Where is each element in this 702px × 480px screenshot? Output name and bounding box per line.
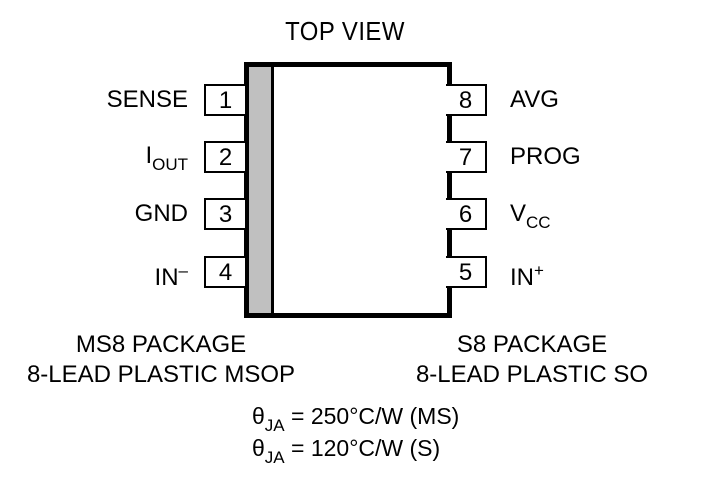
pin-1-box: 1 [204, 84, 245, 116]
pin-2-label: IOUT [145, 141, 188, 180]
pin-8-box: 8 [446, 84, 487, 116]
pin-3-box: 3 [204, 198, 245, 230]
theta-symbol: θ [252, 403, 265, 429]
diagram-title: TOP VIEW [285, 16, 405, 46]
pin-7-box: 7 [446, 141, 487, 173]
pin-4-label-sup: – [178, 261, 188, 280]
thermal-value: = 250°C/W (MS) [284, 403, 460, 429]
ms8-package-desc: 8-LEAD PLASTIC MSOP [26, 361, 296, 388]
theta-sub: JA [264, 416, 285, 435]
theta-symbol: θ [252, 435, 265, 461]
thermal-resistance-s: θJA = 120°C/W (S) [252, 434, 440, 472]
pin-7-label-main: PROG [510, 143, 581, 170]
pin-4-label: IN– [155, 256, 188, 293]
pin-6-label-main: V [510, 200, 527, 227]
pin-3-label: GND [135, 199, 188, 229]
pin-7-label: PROG [510, 142, 581, 172]
thermal-value: = 120°C/W (S) [284, 435, 441, 461]
pin-3-label-main: GND [134, 200, 188, 227]
pin-2-box: 2 [204, 141, 245, 173]
s8-package-desc: 8-LEAD PLASTIC SO [415, 361, 649, 388]
pin-5-label-main: IN [510, 264, 534, 291]
pin1-indicator-band [249, 67, 274, 313]
pin-2-label-sub: OUT [152, 155, 188, 174]
pin-5-label: IN+ [510, 256, 544, 293]
pin-6-label-sub: CC [526, 213, 551, 232]
pin-1-label-main: SENSE [106, 86, 188, 113]
pin-1-label: SENSE [107, 85, 188, 115]
ms8-package-name: MS8 PACKAGE [75, 331, 247, 358]
pin-8-label: AVG [510, 85, 559, 115]
pin-5-label-sup: + [534, 261, 544, 280]
s8-package-caption: S8 PACKAGE 8-LEAD PLASTIC SO [396, 330, 668, 390]
pin-5-box: 5 [446, 256, 487, 288]
thermal-resistance-ms: θJA = 250°C/W (MS) [252, 402, 459, 440]
theta-sub: JA [264, 448, 285, 467]
pin-6-label: VCC [510, 199, 551, 238]
pin-2-label-main: I [145, 142, 153, 169]
s8-package-name: S8 PACKAGE [456, 331, 608, 358]
pin-6-box: 6 [446, 198, 487, 230]
ms8-package-caption: MS8 PACKAGE 8-LEAD PLASTIC MSOP [0, 330, 322, 390]
pin-4-box: 4 [204, 256, 245, 288]
pin-8-label-main: AVG [510, 86, 559, 113]
pin-4-label-main: IN [154, 264, 179, 291]
ic-package-body [244, 62, 452, 318]
